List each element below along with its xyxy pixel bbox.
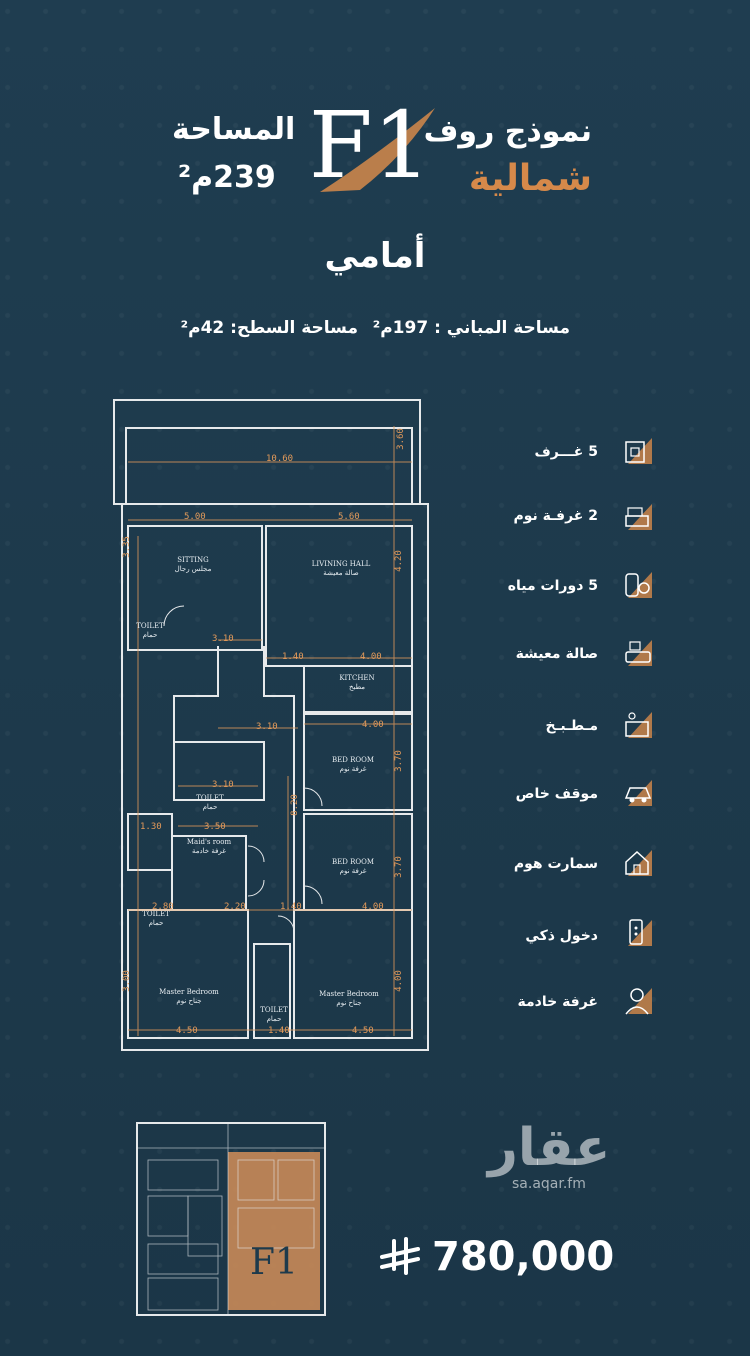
thumbnail-label: F1 bbox=[250, 1242, 298, 1283]
feature-label: صالة معيشة bbox=[515, 646, 598, 662]
room-bed-1: BED ROOM غرفة نوم bbox=[331, 756, 374, 773]
dim-label: 1.40 bbox=[282, 652, 304, 662]
kitchen-icon bbox=[625, 712, 652, 738]
room-toilet-3: TOILET حمام bbox=[142, 910, 170, 927]
bathroom-icon bbox=[625, 572, 652, 598]
dim-label: 8.20 bbox=[289, 794, 300, 816]
room-sitting: SITTING مجلس رجال bbox=[174, 556, 212, 573]
room-master-1: Master Bedroom جناح نوم bbox=[159, 988, 219, 1005]
room-kitchen: KITCHEN مطبخ bbox=[339, 674, 375, 691]
watermark-site: sa.aqar.fm bbox=[512, 1176, 586, 1192]
building-area: مساحة المباني : 197م² bbox=[372, 318, 570, 338]
dim-label: 4.00 bbox=[393, 970, 404, 992]
dim-label: 5.60 bbox=[338, 512, 360, 522]
living-room-icon bbox=[625, 640, 652, 666]
facing-label: أمامي bbox=[324, 236, 426, 276]
dim-label: 1.40 bbox=[268, 1026, 290, 1036]
feature-label: مـطـبـخ bbox=[545, 718, 598, 734]
feature-label: 5 غـــرف bbox=[534, 444, 598, 460]
riyal-currency-icon bbox=[380, 1237, 420, 1275]
model-code-badge: F1 bbox=[300, 96, 440, 200]
room-maid: Maid's room غرفة خادمة bbox=[186, 838, 232, 855]
bedroom-icon bbox=[625, 504, 652, 530]
watermark-logo: عقار bbox=[488, 1118, 611, 1178]
feature-label: غرفة خادمة bbox=[517, 994, 598, 1010]
price-value: 780,000 bbox=[432, 1234, 615, 1280]
smart-home-icon bbox=[625, 850, 652, 876]
dim-label: 2.20 bbox=[224, 902, 246, 912]
floor-plan: SITTING مجلس رجال LIVINING HALL صالة معي… bbox=[108, 396, 438, 1056]
dim-label: 4.20 bbox=[393, 550, 404, 572]
dim-label: 4.00 bbox=[362, 902, 384, 912]
room-toilet-2: TOILET حمام bbox=[196, 794, 224, 811]
model-code: F1 bbox=[308, 92, 432, 199]
feature-label: سمارت هوم bbox=[513, 856, 598, 872]
area-label: المساحة bbox=[172, 112, 296, 147]
floor-plan-drawing bbox=[113, 399, 429, 1051]
room-bed-2: BED ROOM غرفة نوم bbox=[331, 858, 374, 875]
room-toilet-4: TOILET حمام bbox=[260, 1006, 288, 1023]
smart-entry-icon bbox=[628, 919, 652, 946]
dim-label: 3.10 bbox=[256, 722, 278, 732]
dim-label: 1.30 bbox=[140, 822, 162, 832]
dim-label: 4.50 bbox=[352, 1026, 374, 1036]
swoosh-graphic bbox=[320, 108, 435, 192]
feature-label: موقف خاص bbox=[515, 786, 598, 802]
dim-label: 3.10 bbox=[212, 780, 234, 790]
room-toilet-1: TOILET حمام bbox=[136, 622, 164, 639]
dim-label: 3.00 bbox=[121, 970, 132, 992]
feature-label: 5 دورات مياه bbox=[507, 578, 598, 594]
feature-label: 2 غرفـة نوم bbox=[513, 508, 598, 524]
room-living: LIVINING HALL صالة معيشة bbox=[311, 560, 371, 577]
dim-label: 3.10 bbox=[212, 634, 234, 644]
roof-area: مساحة السطح: 42م² bbox=[180, 318, 358, 338]
parking-icon bbox=[624, 780, 652, 806]
site-plan-drawing bbox=[138, 1124, 324, 1314]
dim-label: 10.60 bbox=[266, 454, 294, 464]
rooms-icon bbox=[625, 438, 652, 464]
dim-label: 4.00 bbox=[360, 652, 382, 662]
dim-label: 5.00 bbox=[184, 512, 206, 522]
site-plan-thumbnail: F1 bbox=[136, 1122, 326, 1316]
dim-label: 4.50 bbox=[176, 1026, 198, 1036]
maid-room-icon bbox=[625, 988, 652, 1015]
dim-label: 3.35 bbox=[121, 536, 132, 558]
dim-label: 3.50 bbox=[204, 822, 226, 832]
dim-label: 4.00 bbox=[362, 720, 384, 730]
dim-label: 1.40 bbox=[280, 902, 302, 912]
feature-label: دخول ذكي bbox=[525, 928, 598, 944]
model-subtitle: شمالية bbox=[468, 158, 592, 199]
room-master-2: Master Bedroom جناح نوم bbox=[319, 990, 379, 1007]
dim-label: 2.80 bbox=[152, 902, 174, 912]
dim-label: 3.70 bbox=[393, 750, 404, 772]
model-title: نموذج روف bbox=[423, 114, 592, 149]
price: 780,000 bbox=[378, 1234, 614, 1280]
area-value: 239م² bbox=[178, 160, 276, 195]
